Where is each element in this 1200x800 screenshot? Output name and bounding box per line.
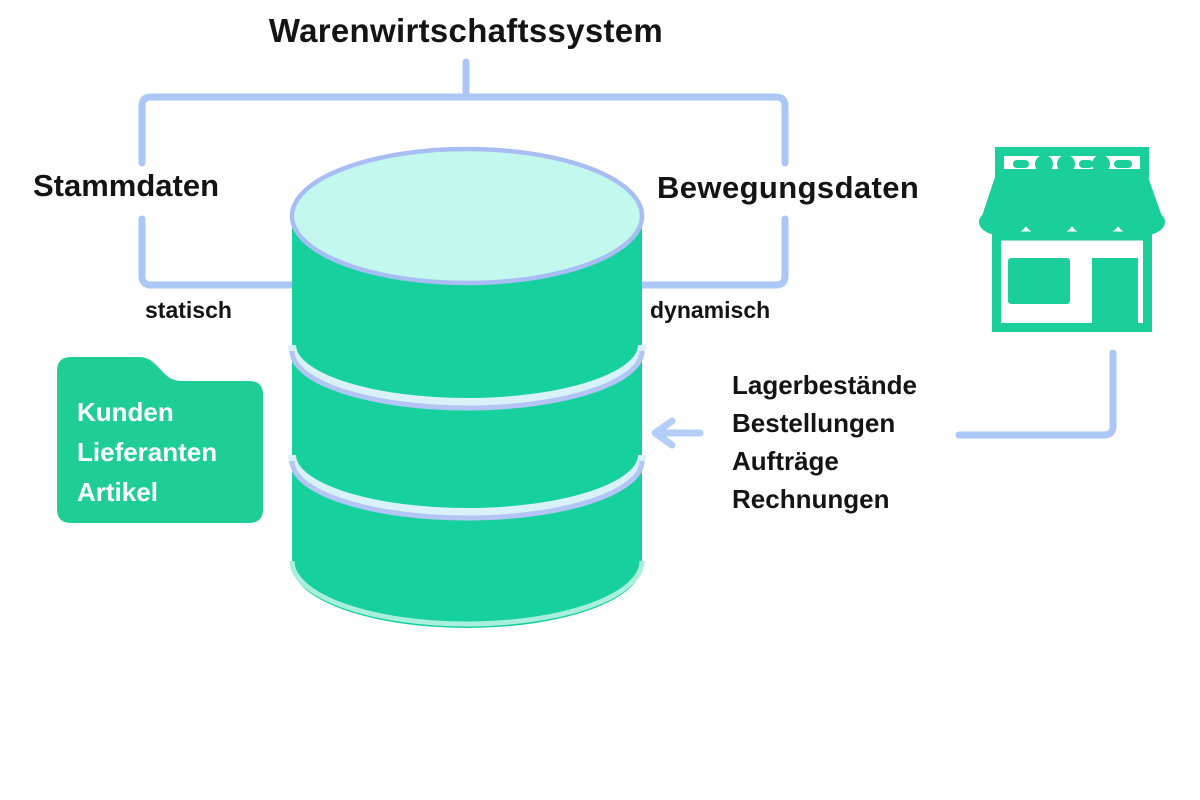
folder-item: Artikel bbox=[77, 477, 158, 507]
folder-item-list: Kunden Lieferanten Artikel bbox=[77, 392, 217, 512]
arrow-left-icon bbox=[651, 417, 704, 449]
bewegungsdaten-connector-line bbox=[639, 215, 789, 289]
movement-item: Lagerbestände bbox=[732, 370, 917, 400]
store-icon bbox=[979, 147, 1165, 332]
hierarchy-bracket-line bbox=[138, 93, 789, 167]
folder-icon bbox=[57, 357, 263, 523]
diagram-title: Warenwirtschaftssystem bbox=[268, 12, 664, 49]
sublabel-statisch: statisch bbox=[145, 297, 232, 323]
folder-item: Lieferanten bbox=[77, 437, 218, 467]
branch-label-bewegungsdaten: Bewegungsdaten bbox=[657, 170, 920, 205]
stammdaten-connector-line bbox=[138, 215, 302, 289]
folder-item: Kunden bbox=[77, 397, 174, 427]
branch-label-stammdaten: Stammdaten bbox=[33, 168, 220, 203]
movement-data-list: Lagerbestände Bestellungen Aufträge Rech… bbox=[732, 366, 917, 518]
movement-item: Rechnungen bbox=[732, 484, 890, 514]
database-icon bbox=[288, 146, 646, 628]
movement-item: Aufträge bbox=[732, 446, 839, 476]
store-connector-line bbox=[955, 349, 1117, 439]
sublabel-dynamisch: dynamisch bbox=[650, 297, 771, 323]
movement-item: Bestellungen bbox=[732, 408, 896, 438]
